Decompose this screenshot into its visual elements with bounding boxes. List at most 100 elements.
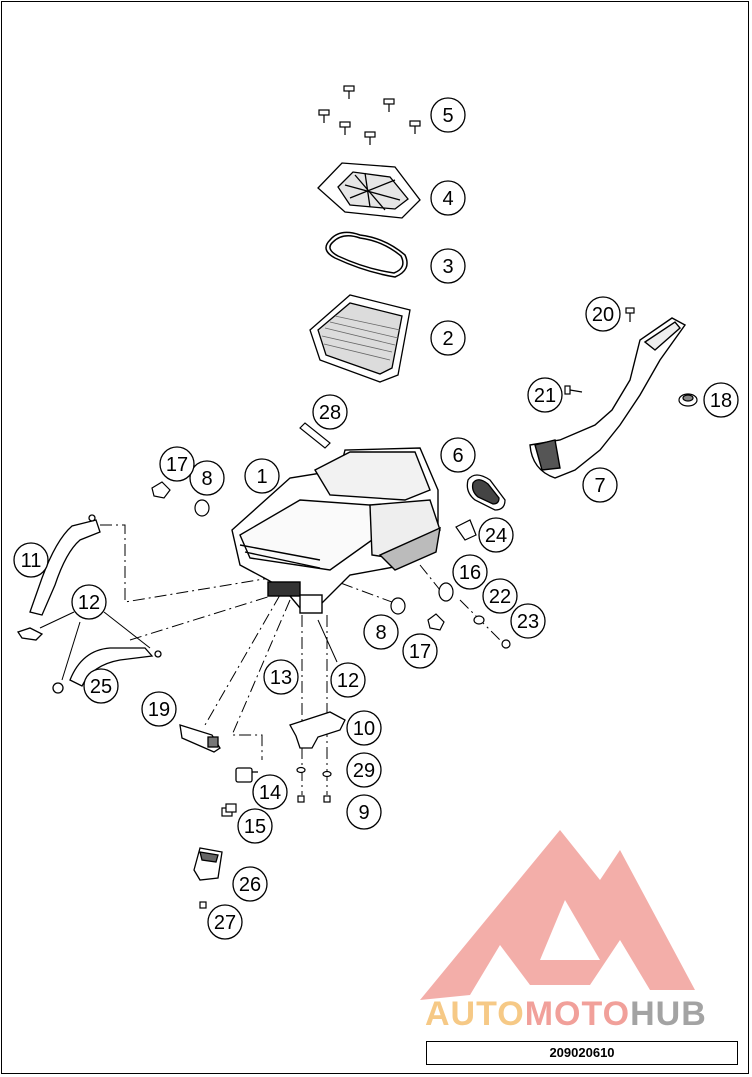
callout-label: 23 (517, 611, 539, 633)
drawing-number: 209020610 (426, 1041, 738, 1065)
part-5-screws (318, 85, 421, 145)
callout-1: 1 (244, 458, 280, 494)
callout-circle (141, 691, 177, 727)
callout-13: 13 (263, 659, 299, 695)
callout-label: 2 (442, 328, 453, 350)
callout-label: 10 (353, 718, 375, 740)
callout-circle (482, 578, 518, 614)
callout-circle (83, 668, 119, 704)
callout-24: 24 (478, 517, 514, 553)
callout-label: 29 (353, 760, 375, 782)
part-6 (466, 474, 506, 511)
part-14 (235, 767, 258, 783)
callout-11: 11 (13, 542, 49, 578)
callout-label: 8 (375, 622, 386, 644)
watermark-auto: AUTO (425, 995, 525, 1033)
callout-27: 27 (207, 904, 243, 940)
leader-lines (100, 524, 501, 795)
callout-label: 12 (337, 670, 359, 692)
callout-label: 25 (90, 676, 112, 698)
callout-2: 2 (430, 320, 466, 356)
callout-circle (452, 554, 488, 590)
callout-label: 5 (442, 105, 453, 127)
callout-label: 22 (489, 586, 511, 608)
callout-circle (346, 752, 382, 788)
part-11-hose (16, 514, 101, 641)
callout-circle (159, 446, 195, 482)
callout-circle (430, 320, 466, 356)
callout-label: 6 (452, 445, 463, 467)
callout-15: 15 (237, 808, 273, 844)
callout-9: 9 (346, 794, 382, 830)
callout-8: 8 (189, 460, 225, 496)
callout-19: 19 (141, 691, 177, 727)
callout-circle (430, 248, 466, 284)
callout-circle (703, 382, 739, 418)
callout-circle (402, 633, 438, 669)
callout-circle (263, 659, 299, 695)
callout-8: 8 (363, 614, 399, 650)
parts-18-20-21 (564, 307, 698, 407)
callout-bubbles: 1234567889101112121314151617171819202122… (13, 97, 739, 940)
callout-circle (582, 467, 618, 503)
callout-circle (207, 904, 243, 940)
callout-18: 18 (703, 382, 739, 418)
callout-label: 27 (214, 912, 236, 934)
callout-label: 7 (594, 475, 605, 497)
callout-circle (13, 542, 49, 578)
callout-26: 26 (232, 866, 268, 902)
callout-12-lines (39, 611, 338, 681)
part-27 (199, 901, 207, 909)
callout-circle (363, 614, 399, 650)
part-24 (455, 519, 477, 541)
part-19-sensor (179, 724, 221, 753)
callout-label: 16 (459, 562, 481, 584)
callout-label: 18 (710, 390, 732, 412)
callout-circle (189, 460, 225, 496)
callout-7: 7 (582, 467, 618, 503)
callout-circle (510, 603, 546, 639)
part-3-seal (325, 231, 408, 278)
callout-label: 21 (534, 385, 556, 407)
callout-17: 17 (402, 633, 438, 669)
watermark-moto: MOTO (524, 995, 631, 1033)
callout-28: 28 (312, 394, 348, 430)
callout-circle (346, 794, 382, 830)
callout-25: 25 (83, 668, 119, 704)
callout-17: 17 (159, 446, 195, 482)
callout-label: 24 (485, 525, 507, 547)
callout-20: 20 (585, 296, 621, 332)
callout-label: 17 (166, 454, 188, 476)
callout-circle (440, 437, 476, 473)
callout-16: 16 (452, 554, 488, 590)
callout-label: 12 (78, 592, 100, 614)
callout-circle (585, 296, 621, 332)
callout-22: 22 (482, 578, 518, 614)
callout-circle (527, 377, 563, 413)
callout-4: 4 (430, 180, 466, 216)
callout-29: 29 (346, 752, 382, 788)
callout-label: 3 (442, 256, 453, 278)
parts-16-22-23 (438, 582, 511, 649)
callout-circle (312, 394, 348, 430)
callout-label: 9 (358, 802, 369, 824)
callout-label: 11 (21, 550, 42, 572)
callout-circle (232, 866, 268, 902)
callout-label: 4 (442, 188, 453, 210)
callout-circle (252, 774, 288, 810)
parts-8-17-right (390, 597, 445, 631)
callout-label: 20 (592, 304, 614, 326)
callout-label: 26 (239, 874, 261, 896)
callout-circle (237, 808, 273, 844)
part-15 (221, 803, 237, 817)
part-28 (299, 422, 331, 449)
callout-circle (244, 458, 280, 494)
callout-23: 23 (510, 603, 546, 639)
parts-8-17-left (151, 481, 210, 517)
callout-circle (71, 584, 107, 620)
watermark-hub: HUB (630, 995, 707, 1033)
part-25-hose (52, 647, 162, 694)
part-7-intake-duct (529, 317, 687, 479)
